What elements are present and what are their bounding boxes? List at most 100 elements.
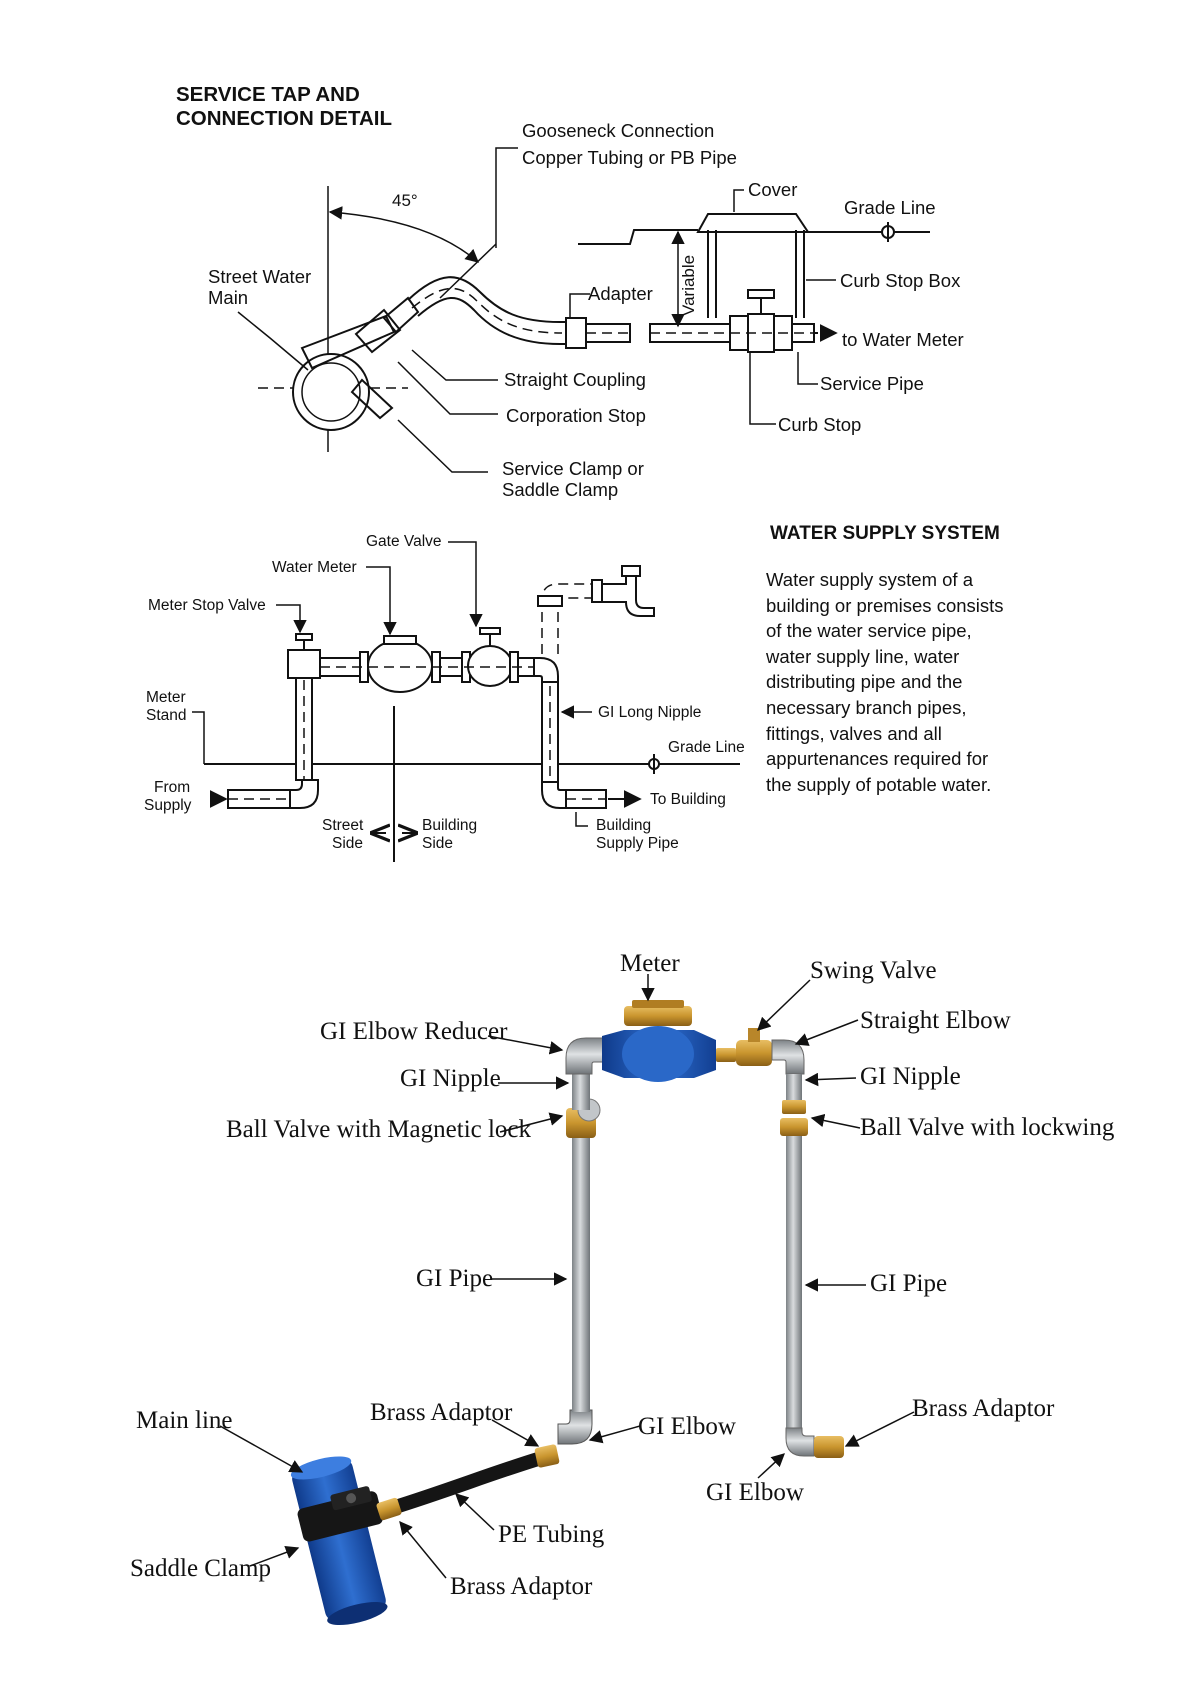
angle-ray — [439, 243, 497, 299]
from-supply-label-line1: From — [154, 779, 190, 796]
photo-illustration: Meter Swing Valve GI Elbow Reducer Strai… — [130, 950, 1115, 1626]
gi-nipple-left-label: GI Nipple — [400, 1065, 501, 1092]
to-building-label: To Building — [650, 791, 726, 808]
corporation-stop-label: Corporation Stop — [506, 405, 646, 426]
ball-valve-lockwing-top — [782, 1100, 806, 1114]
gi-elbow-reducer-label: GI Elbow Reducer — [320, 1018, 508, 1045]
gi-elbow-left-label: GI Elbow — [638, 1413, 736, 1440]
saddle-clamp-bolt — [350, 378, 394, 420]
gi-elbow-right-leader — [757, 1453, 785, 1479]
meter-stand-label-line1: Meter — [146, 689, 186, 706]
tap-riser-right — [557, 597, 592, 654]
outlet-elbow — [541, 781, 567, 809]
gi-pipe-left-photo — [572, 1136, 590, 1412]
service-pipe-leader — [797, 352, 818, 385]
pe-tubing-leader — [455, 1493, 495, 1531]
straight-elbow-leader — [794, 1019, 859, 1046]
building-side-label-line1: Building — [422, 817, 477, 834]
gooseneck-tube-bottom — [417, 297, 566, 345]
adapter-label: Adapter — [588, 283, 653, 304]
gi-elbow-left-leader — [588, 1425, 641, 1444]
brass-adaptor-top-leader — [491, 1419, 540, 1447]
water-meter-top — [383, 635, 417, 645]
brass-adaptor-top-photo — [534, 1444, 560, 1468]
gate-valve-body — [467, 645, 513, 687]
water-meter-label: Water Meter — [272, 559, 357, 576]
service-clamp-leader — [397, 419, 488, 473]
cover-leader — [733, 189, 744, 212]
ball-valve-magnetic-label: Ball Valve with Magnetic lock — [226, 1116, 532, 1143]
water-meter-body — [367, 639, 433, 693]
main-line-pipe — [290, 1456, 388, 1626]
gate-valve-leader — [448, 541, 483, 628]
gi-elbow-left-photo — [557, 1409, 593, 1445]
straight-coupling-shape — [382, 296, 420, 334]
brass-adaptor-bottom-photo — [376, 1497, 402, 1521]
corporation-stop-shape — [354, 308, 402, 354]
ball-valve-lockwing-leader — [810, 1113, 861, 1129]
street-water-main-label-line1: Street Water — [208, 266, 311, 287]
water-supply-heading: WATER SUPPLY SYSTEM — [770, 523, 1000, 544]
curb-stop-handle — [747, 289, 775, 299]
curb-stop-label: Curb Stop — [778, 414, 861, 435]
grade-line-left — [578, 229, 698, 245]
building-supply-label-line1: Building — [596, 817, 651, 834]
street-water-main-label-line2: Main — [208, 287, 248, 308]
meter-outlet-union — [716, 1048, 736, 1062]
meter-stop-valve-leader — [276, 604, 307, 634]
service-clamp-label-line1: Service Clamp or — [502, 458, 644, 479]
tap-riser-left — [541, 583, 592, 654]
pe-tubing-photo — [385, 1449, 555, 1515]
meter-stand-bracket-top — [192, 711, 205, 764]
gi-pipe-right-photo — [786, 1136, 802, 1428]
brass-adaptor-bottom-leader — [399, 1520, 447, 1579]
gi-nipple-right-label: GI Nipple — [860, 1063, 961, 1090]
meter-stand-label-line2: Stand — [146, 707, 187, 724]
street-main-leader — [237, 311, 309, 371]
street-side-label-line1: Street — [322, 817, 364, 834]
street-water-main — [292, 353, 370, 431]
main-line-label: Main line — [136, 1407, 233, 1434]
swing-valve-cap — [748, 1028, 760, 1042]
saddle-clamp-shape — [300, 314, 396, 370]
gi-elbow-right-label: GI Elbow — [706, 1479, 804, 1506]
brass-adaptor-right-photo — [814, 1436, 844, 1458]
straight-coupling-leader — [411, 349, 498, 381]
cover-label: Cover — [748, 179, 797, 200]
saddle-clamp-leader — [249, 1545, 300, 1567]
building-supply-leader — [575, 812, 588, 827]
curb-stop-leader — [749, 352, 776, 425]
meter-stop-valve-body — [287, 649, 321, 679]
gi-nipple-left-photo — [572, 1072, 590, 1110]
straight-coupling-label: Straight Coupling — [504, 369, 646, 390]
gi-elbow-reducer-leader — [487, 1035, 564, 1055]
meter-stop-valve-handle — [295, 633, 313, 641]
grade-line-label: Grade Line — [844, 197, 936, 218]
gi-long-nipple-label: GI Long Nipple — [598, 704, 701, 721]
ball-valve-lockwing-photo — [780, 1118, 808, 1136]
gi-elbow-reducer-photo — [565, 1037, 605, 1075]
saddle-clamp-photo — [297, 1486, 383, 1542]
straight-elbow-photo — [771, 1039, 805, 1075]
main-line-leader — [219, 1425, 304, 1473]
ball-valve-magnetic-leader — [499, 1112, 564, 1133]
curb-box-cover — [696, 213, 810, 233]
straight-elbow-label: Straight Elbow — [860, 1007, 1011, 1034]
meter-stop-valve-label: Meter Stop Valve — [148, 597, 266, 614]
meter-dial-ring — [624, 1006, 692, 1026]
pe-tubing-label: PE Tubing — [498, 1521, 605, 1548]
gi-pipe-left-label: GI Pipe — [416, 1265, 493, 1292]
gate-valve-handle — [479, 627, 501, 635]
meter-label: Meter — [620, 950, 680, 977]
gooseneck-label-line2: Copper Tubing or PB Pipe — [522, 147, 737, 168]
meter-grade-line-label: Grade Line — [668, 739, 745, 756]
brass-adaptor-bottom-label: Brass Adaptor — [450, 1573, 593, 1600]
street-side-label-line2: Side — [332, 835, 363, 852]
meter-stand-diagram: Gate Valve Water Meter Meter Stop Valve … — [144, 533, 745, 862]
angle-arc — [328, 206, 480, 263]
service-tap-title-line2: CONNECTION DETAIL — [176, 107, 392, 130]
inlet-elbow — [289, 779, 319, 809]
ball-valve-lockwing-label: Ball Valve with lockwing — [860, 1114, 1115, 1141]
water-supply-paragraph: Water supply system of a building or pre… — [766, 569, 1004, 795]
